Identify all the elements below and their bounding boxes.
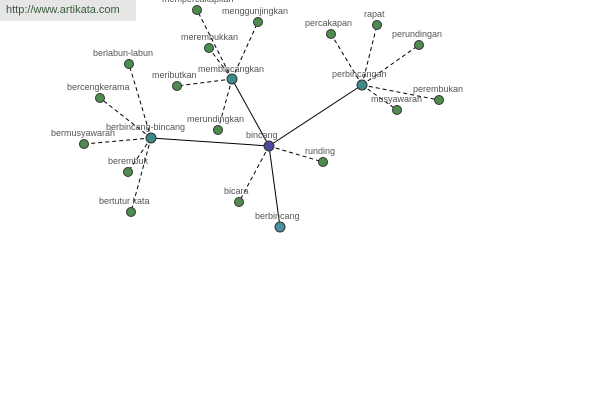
node-runding[interactable] <box>318 157 328 167</box>
node-bicara[interactable] <box>234 197 244 207</box>
node-bermusyawarah[interactable] <box>79 139 89 149</box>
node-bertutur-kata[interactable] <box>126 207 136 217</box>
node-label-merembukkan: merembukkan <box>181 32 238 42</box>
node-merundingkan[interactable] <box>213 125 223 135</box>
watermark-url: http://www.artikata.com <box>0 0 136 21</box>
edge-membincangkan-merundingkan <box>217 78 233 131</box>
node-label-percakapan: percakapan <box>305 18 352 28</box>
node-label-bercengkerama: bercengkerama <box>67 82 130 92</box>
node-mempercakapkan[interactable] <box>192 5 202 15</box>
edge-berbincang-bincang-bertutur-kata <box>130 137 152 213</box>
node-menggunjingkan[interactable] <box>253 17 263 27</box>
edge-berbincang-bincang-bermusyawarah <box>83 137 152 145</box>
node-label-merundingkan: merundingkan <box>187 114 244 124</box>
edge-membincangkan-menggunjingkan <box>231 21 259 80</box>
edge-perbincangan-perembukan <box>361 84 440 101</box>
edge-berbincang-bincang-berembuk <box>127 137 152 173</box>
node-label-perembukan: perembukan <box>413 84 463 94</box>
node-label-berbincang: berbincang <box>255 211 300 221</box>
edge-bincang-berbincang-bincang <box>150 137 270 147</box>
edges-layer <box>83 9 440 228</box>
edge-berbincang-bincang-bercengkerama <box>99 97 152 139</box>
node-label-bicara: bicara <box>224 186 249 196</box>
node-label-musyawarah: musyawarah <box>371 94 422 104</box>
node-label-rapat: rapat <box>364 9 385 19</box>
labels-layer: bincang membincangkan perbincangan berbinca… <box>51 0 463 221</box>
node-label-meributkan: meributkan <box>152 70 197 80</box>
edge-perbincangan-percakapan <box>330 33 363 86</box>
node-bercengkerama[interactable] <box>95 93 105 103</box>
edge-bincang-bicara <box>238 145 270 203</box>
node-merembukkan[interactable] <box>204 43 214 53</box>
node-label-berembuk: berembuk <box>108 156 149 166</box>
node-label-membincangkan: membincangkan <box>198 64 264 74</box>
node-berlabun-labun[interactable] <box>124 59 134 69</box>
edge-bincang-runding <box>268 145 324 163</box>
nodes-layer <box>79 5 444 233</box>
edge-bincang-berbincang <box>268 145 281 228</box>
edge-berbincang-bincang-berlabun-labun <box>128 63 152 139</box>
edge-membincangkan-meributkan <box>176 78 233 87</box>
edge-bincang-membincangkan <box>231 78 270 147</box>
node-perbincangan[interactable] <box>356 79 368 91</box>
node-label-bermusyawarah: bermusyawarah <box>51 128 115 138</box>
node-meributkan[interactable] <box>172 81 182 91</box>
node-berbincang[interactable] <box>274 221 286 233</box>
node-rapat[interactable] <box>372 20 382 30</box>
node-label-perundingan: perundingan <box>392 29 442 39</box>
edge-perbincangan-musyawarah <box>361 84 398 111</box>
node-label-menggunjingkan: menggunjingkan <box>222 6 288 16</box>
node-membincangkan[interactable] <box>226 73 238 85</box>
node-label-bincang: bincang <box>246 130 278 140</box>
node-label-mempercakapkan: mempercakapkan <box>162 0 234 4</box>
node-perundingan[interactable] <box>414 40 424 50</box>
node-label-berbincang-bincang: berbincang-bincang <box>106 122 185 132</box>
node-musyawarah[interactable] <box>392 105 402 115</box>
node-label-runding: runding <box>305 146 335 156</box>
node-label-berlabun-labun: berlabun-labun <box>93 48 153 58</box>
node-bincang[interactable] <box>263 140 275 152</box>
edge-bincang-perbincangan <box>268 84 363 147</box>
edge-perbincangan-rapat <box>361 24 378 86</box>
node-label-perbincangan: perbincangan <box>332 69 387 79</box>
node-berembuk[interactable] <box>123 167 133 177</box>
edge-perbincangan-perundingan <box>361 44 420 86</box>
node-perembukan[interactable] <box>434 95 444 105</box>
node-percakapan[interactable] <box>326 29 336 39</box>
node-label-bertutur-kata: bertutur kata <box>99 196 150 206</box>
edge-membincangkan-mempercakapkan <box>196 9 233 80</box>
node-berbincang-bincang[interactable] <box>145 132 157 144</box>
